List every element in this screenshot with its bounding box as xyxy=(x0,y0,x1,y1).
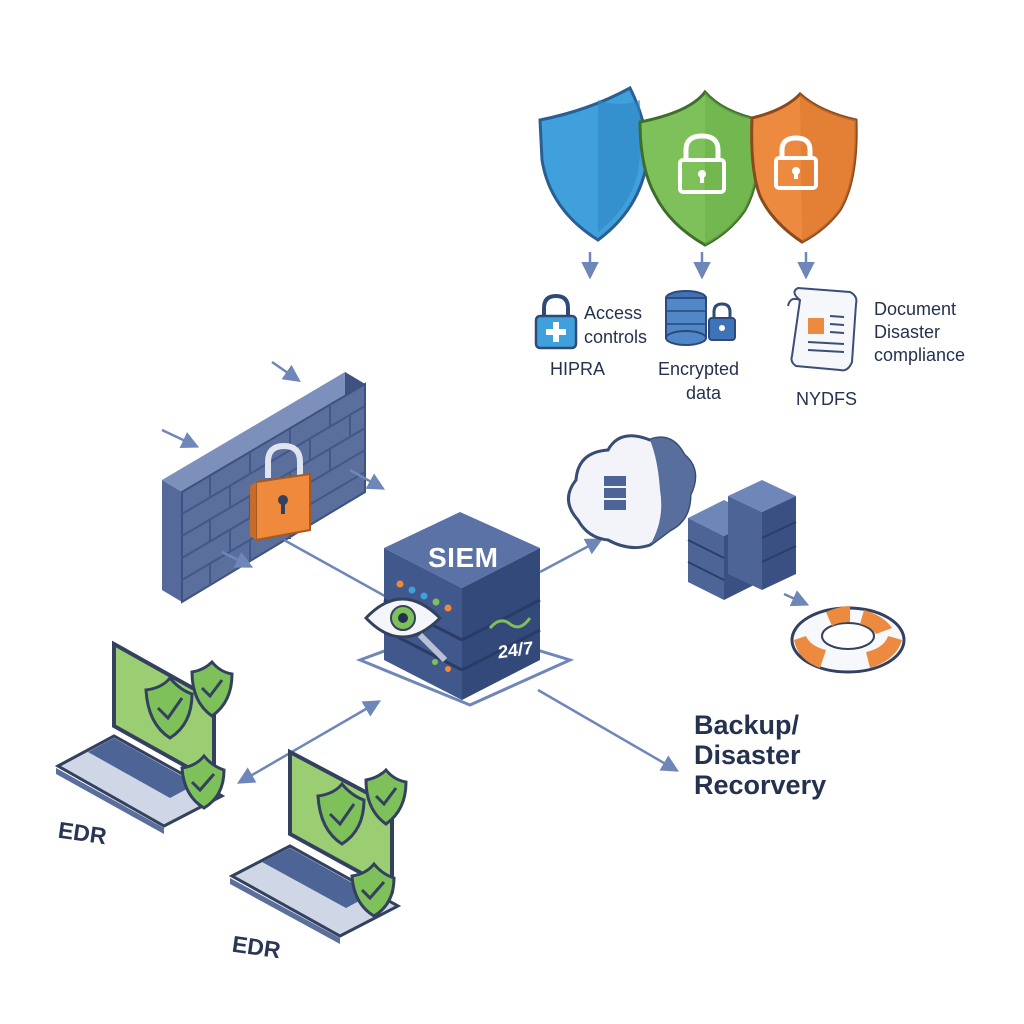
hipaa-shield-icon xyxy=(538,85,650,242)
medical-lock-icon xyxy=(534,293,578,350)
shield-icon xyxy=(190,659,234,718)
access-controls-label-line2: controls xyxy=(584,327,648,347)
arrow-through-firewall xyxy=(349,468,386,490)
nydfs-caption-line2: Disaster xyxy=(874,322,941,342)
connector-firewall-siem xyxy=(283,538,393,602)
compliance-shields xyxy=(538,85,858,280)
cloud-icon xyxy=(567,434,697,550)
padlock-icon xyxy=(774,135,818,190)
recovery-label-line1: Backup/ xyxy=(694,710,800,740)
arrow-siem-recovery xyxy=(537,688,680,772)
padlock-icon xyxy=(678,133,726,194)
nydfs-caption-line3: compliance xyxy=(874,345,966,365)
nydfs-shield-icon xyxy=(750,91,858,244)
firewall-icon xyxy=(162,372,366,604)
shield-icon xyxy=(180,753,226,810)
access-controls-label-line1: Access xyxy=(584,303,643,323)
arrow-into-firewall-1 xyxy=(271,360,301,382)
database-lock-icon xyxy=(665,290,736,346)
shield-icon xyxy=(144,675,194,740)
shield-icon xyxy=(316,781,366,846)
recovery-label-line3: Recorvery xyxy=(694,770,827,800)
server-rack-icon xyxy=(687,480,797,600)
lifebuoy-icon xyxy=(790,606,906,674)
eye-magnifier-icon xyxy=(363,597,448,663)
shield-icon xyxy=(350,861,396,918)
encryption-shield-icon xyxy=(638,89,762,247)
arrow-into-firewall-2 xyxy=(161,428,200,448)
siem-label: SIEM xyxy=(428,542,499,573)
nydfs-label: NYDFS xyxy=(796,389,858,409)
nydfs-caption-line1: Document xyxy=(874,299,957,319)
padlock-icon xyxy=(250,442,311,542)
laptop-icon xyxy=(228,748,408,944)
arrow-siem-edr xyxy=(236,700,382,784)
arrow-siem-cloud xyxy=(539,538,604,574)
shield-icon xyxy=(364,767,408,826)
document-icon xyxy=(787,286,858,372)
hipaa-label: HIPRA xyxy=(550,359,606,379)
laptop-icon xyxy=(54,640,234,834)
arrow-out-firewall xyxy=(221,550,254,568)
arrow-servers-lifebuoy xyxy=(783,590,810,607)
recovery-label-line2: Disaster xyxy=(694,740,801,770)
encrypted-data-label-line1: Encrypted xyxy=(658,359,740,379)
encrypted-data-label-line2: data xyxy=(686,383,722,403)
